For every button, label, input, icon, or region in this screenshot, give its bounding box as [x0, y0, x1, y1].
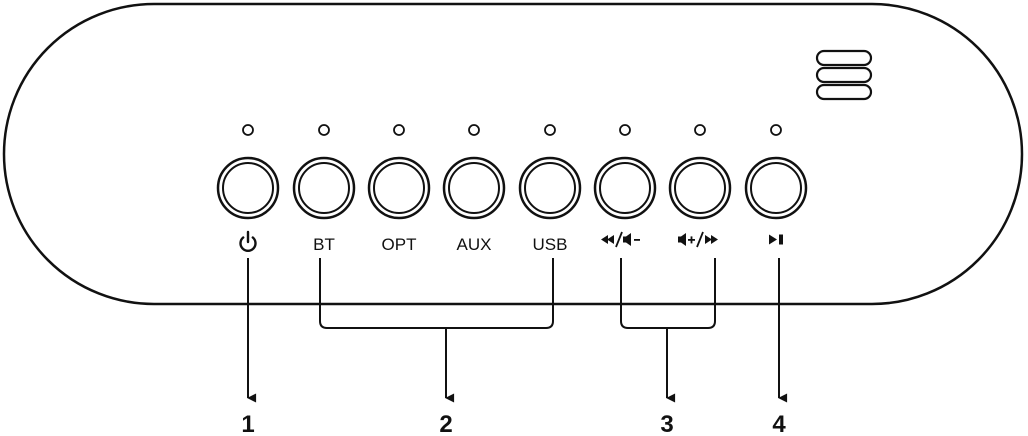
speaker-grille-icon — [815, 49, 873, 101]
power-button[interactable] — [216, 156, 280, 220]
opt-label: OPT — [382, 235, 417, 254]
led-power — [242, 124, 254, 136]
led-prev — [619, 124, 631, 136]
leader-lines — [247, 258, 788, 403]
callout-1: 1 — [241, 411, 254, 436]
bracket-2 — [319, 258, 554, 329]
bt-button[interactable] — [292, 156, 356, 220]
led-usb — [544, 124, 556, 136]
callout-2: 2 — [439, 411, 452, 436]
volume-up-fast-forward-icon — [678, 231, 718, 248]
opt-button[interactable] — [367, 156, 431, 220]
led-bt — [318, 124, 330, 136]
callout-4: 4 — [772, 411, 786, 436]
led-play — [770, 124, 782, 136]
bt-label: BT — [313, 235, 335, 254]
aux-button[interactable] — [442, 156, 506, 220]
led-aux — [468, 124, 480, 136]
power-icon — [239, 230, 257, 252]
play-pause-button[interactable] — [744, 156, 808, 220]
usb-label: USB — [533, 235, 568, 254]
play-pause-icon — [769, 234, 783, 245]
prev-volume-down-button[interactable] — [593, 156, 657, 220]
usb-button[interactable] — [518, 156, 582, 220]
indicator-leds — [242, 124, 782, 136]
rewind-volume-down-icon — [601, 231, 640, 248]
led-next — [694, 124, 706, 136]
aux-label: AUX — [457, 235, 492, 254]
callout-3: 3 — [660, 411, 673, 436]
volume-up-next-button[interactable] — [668, 156, 732, 220]
led-opt — [393, 124, 405, 136]
bracket-3 — [620, 258, 716, 329]
device-body — [2, 2, 1024, 306]
